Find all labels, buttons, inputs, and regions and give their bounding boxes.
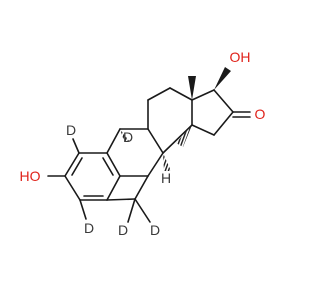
ring-b-bonds — [106, 128, 164, 177]
substituent-bonds — [47, 111, 251, 223]
label-ketone-oxygen: O — [255, 106, 266, 122]
molecule-structure: OH O HO H D D D D D — [20, 49, 266, 238]
label-oh-top: OH — [230, 49, 251, 65]
label-d-c9: D — [123, 129, 133, 145]
label-h-c8: H — [161, 170, 171, 186]
ring-c-bonds — [147, 87, 193, 154]
label-d-c4: D — [84, 220, 94, 236]
bond-d-c4 — [79, 199, 87, 220]
label-d-c6a: D — [118, 222, 128, 238]
label-d-c6b: D — [150, 222, 160, 238]
label-d-c2: D — [66, 122, 76, 138]
bond-d-c2 — [72, 138, 80, 154]
ring-d-bonds — [191, 89, 234, 136]
label-oh-left: HO — [20, 168, 41, 184]
ring-a-bonds — [64, 152, 121, 201]
stereo-wedges — [120, 67, 231, 171]
